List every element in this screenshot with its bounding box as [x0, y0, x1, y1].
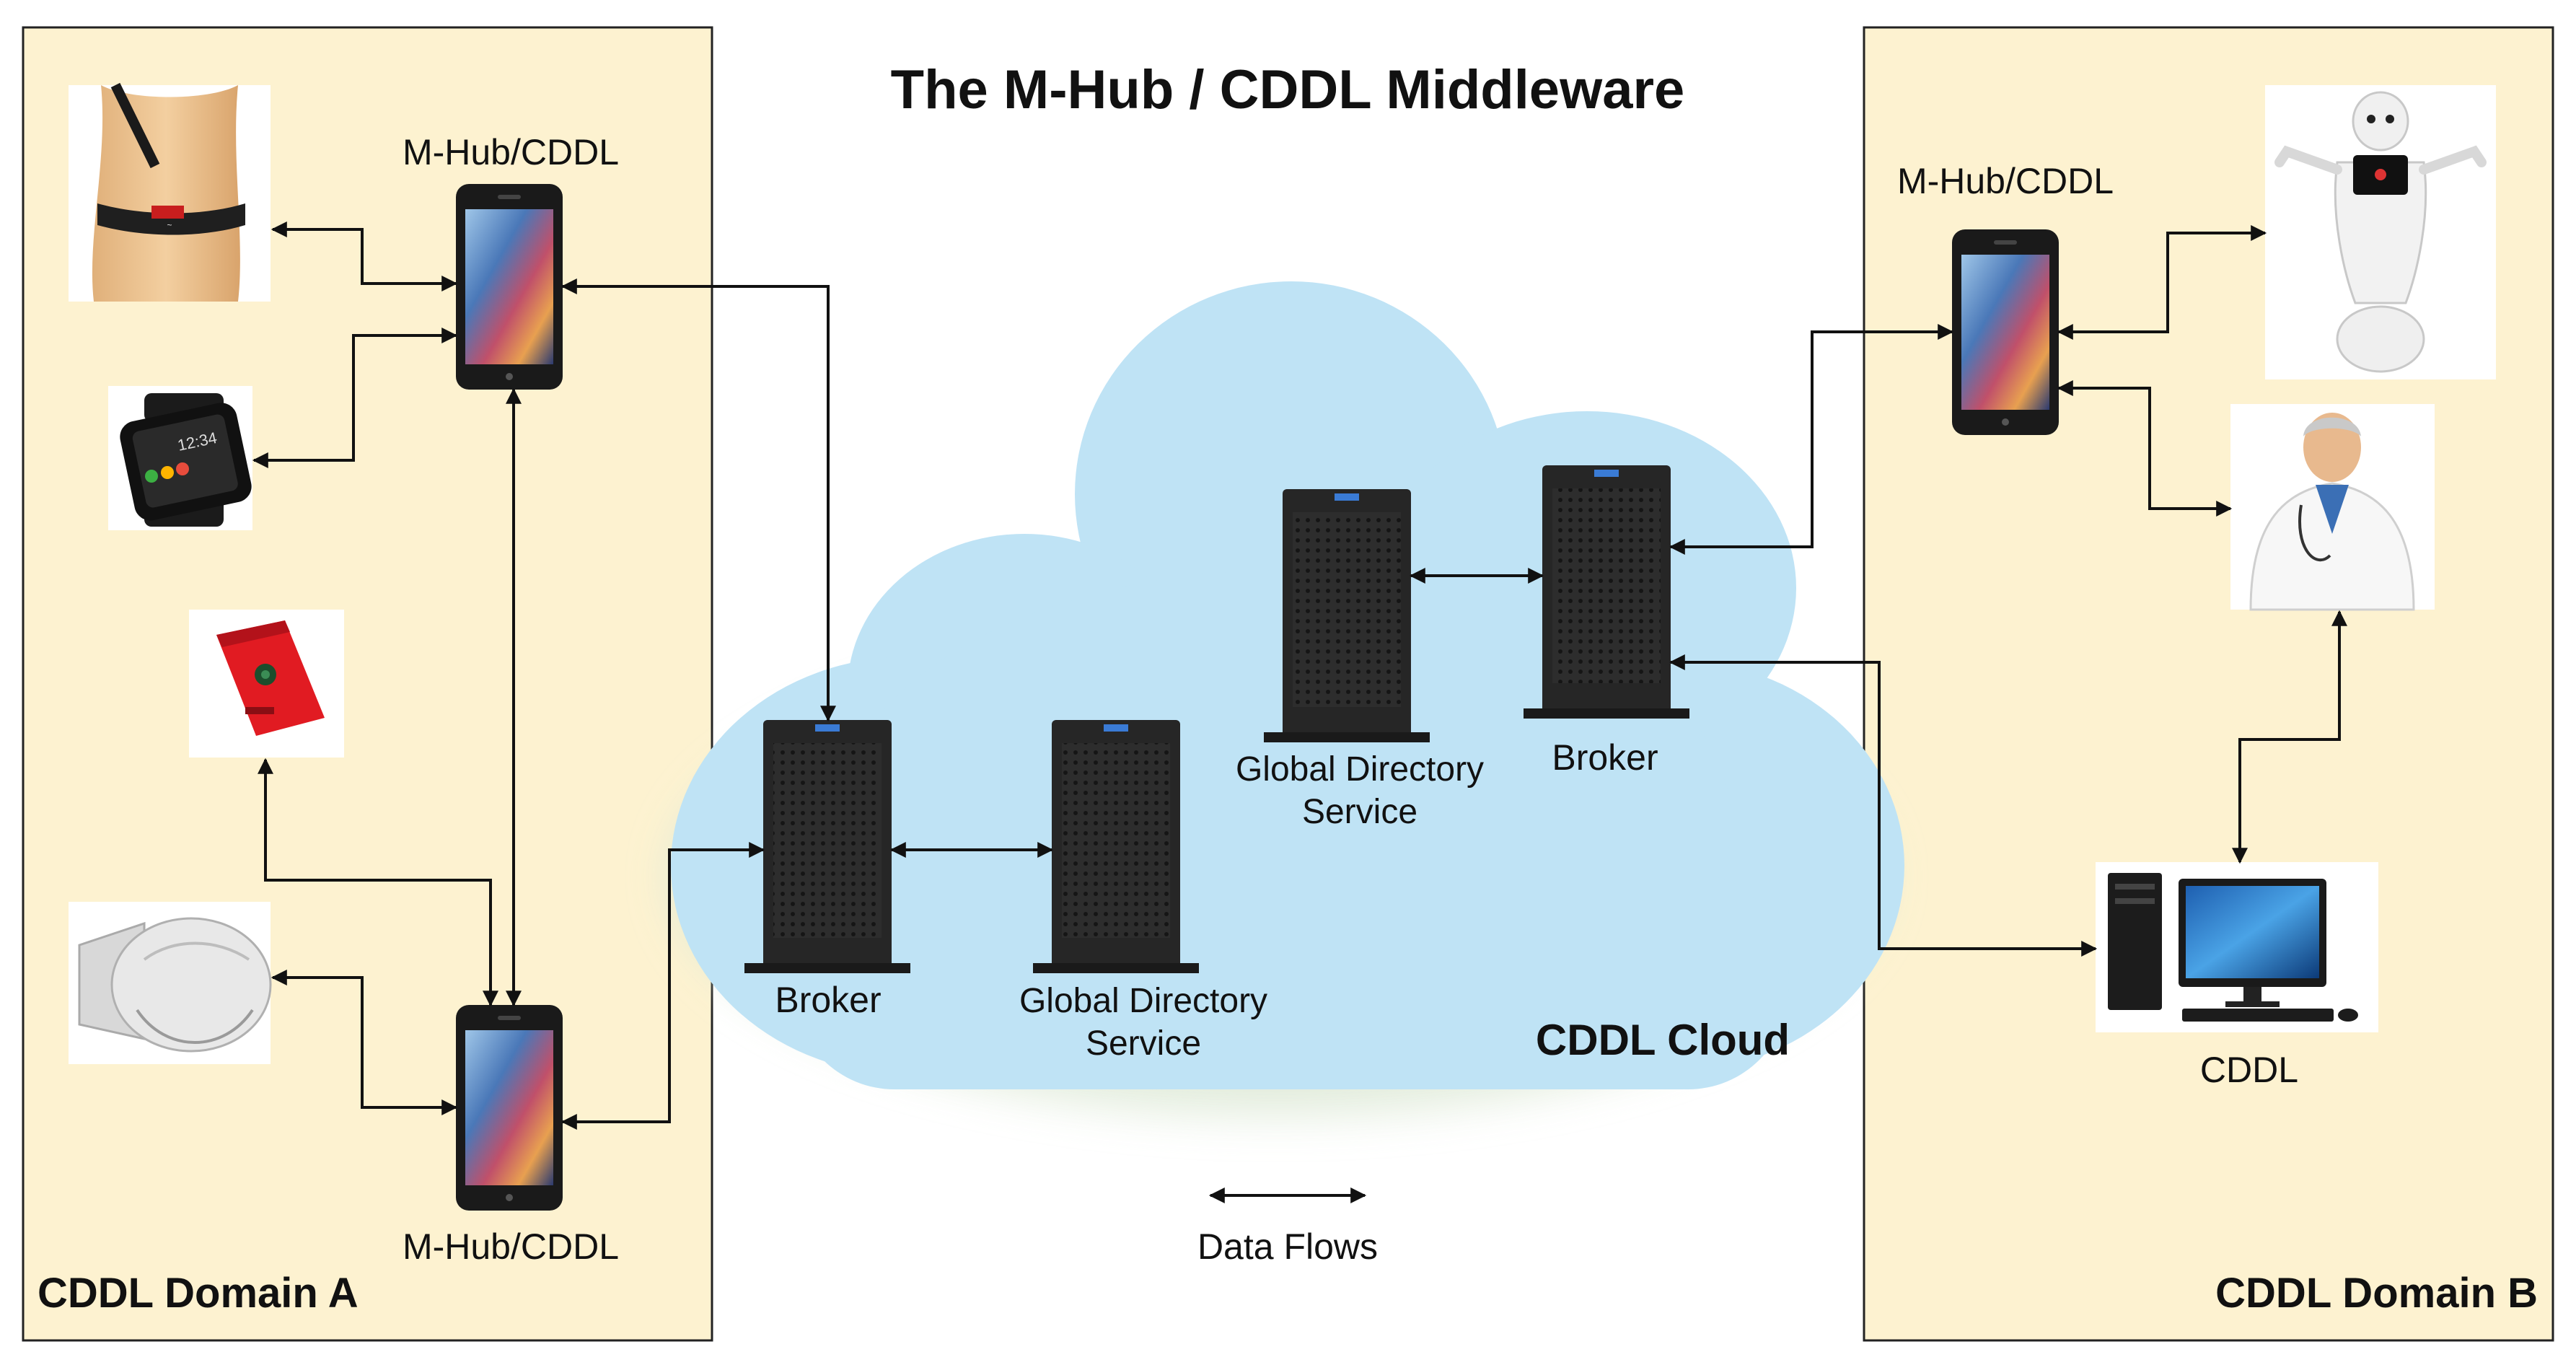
flow-mhub-b-to-robot	[2057, 225, 2267, 340]
gds-right-label-line2: Service	[1302, 793, 1417, 831]
flow-broker-right-to-pc	[1669, 654, 2098, 957]
gds-left-label-line1: Global Directory	[1019, 982, 1267, 1020]
mhub-bottom-label: M-Hub/CDDL	[403, 1226, 619, 1267]
broker-left-server-icon	[744, 720, 910, 973]
broker-right-server-icon	[1524, 465, 1689, 719]
pc-cddl-label: CDDL	[2200, 1050, 2298, 1090]
mhub-domain-b-label: M-Hub/CDDL	[1897, 161, 2114, 201]
flow-mhub-top-to-broker-left	[561, 278, 836, 722]
flow-red-sensor-to-mhub	[258, 758, 498, 1007]
gds-left-label-line2: Service	[1086, 1024, 1201, 1063]
flow-broker-right-to-mhub-b	[1669, 324, 1954, 555]
flow-mhub-b-to-doctor	[2057, 380, 2233, 517]
flow-watch-to-mhub	[252, 328, 458, 468]
broker-right-label: Broker	[1552, 737, 1658, 778]
svg-text:~: ~	[167, 220, 172, 230]
gds-right-label-line1: Global Directory	[1236, 750, 1484, 789]
humanoid-robot-icon	[2265, 85, 2496, 379]
gds-right-server-icon	[1264, 489, 1430, 742]
mhub-phone-top-icon	[456, 184, 563, 390]
red-sensor-icon	[189, 610, 344, 758]
flow-doctor-to-pc	[2232, 610, 2347, 864]
flow-chest-strap-to-mhub	[271, 221, 458, 291]
desktop-computer-icon	[2096, 862, 2378, 1032]
diagram-title: The M-Hub / CDDL Middleware	[891, 59, 1685, 120]
legend-label: Data Flows	[1197, 1226, 1378, 1267]
flow-motion-sensor-to-mhub	[271, 970, 458, 1115]
domain-a-label: CDDL Domain A	[38, 1270, 359, 1317]
motion-sensor-icon	[69, 902, 272, 1064]
mhub-phone-bottom-icon	[456, 1005, 563, 1211]
mhub-phone-domain-b-icon	[1952, 229, 2059, 435]
domain-b-label: CDDL Domain B	[2215, 1270, 2538, 1317]
doctor-icon	[2230, 404, 2435, 611]
cloud-label: CDDL Cloud	[1536, 1016, 1790, 1064]
chest-strap-sensor-icon: ~	[69, 82, 271, 302]
smartwatch-icon: 12:34	[108, 386, 252, 530]
broker-left-label: Broker	[775, 980, 881, 1020]
mhub-top-label: M-Hub/CDDL	[403, 132, 619, 172]
flow-mhub-bottom-to-broker-left	[561, 842, 765, 1130]
gds-left-server-icon	[1033, 720, 1199, 973]
